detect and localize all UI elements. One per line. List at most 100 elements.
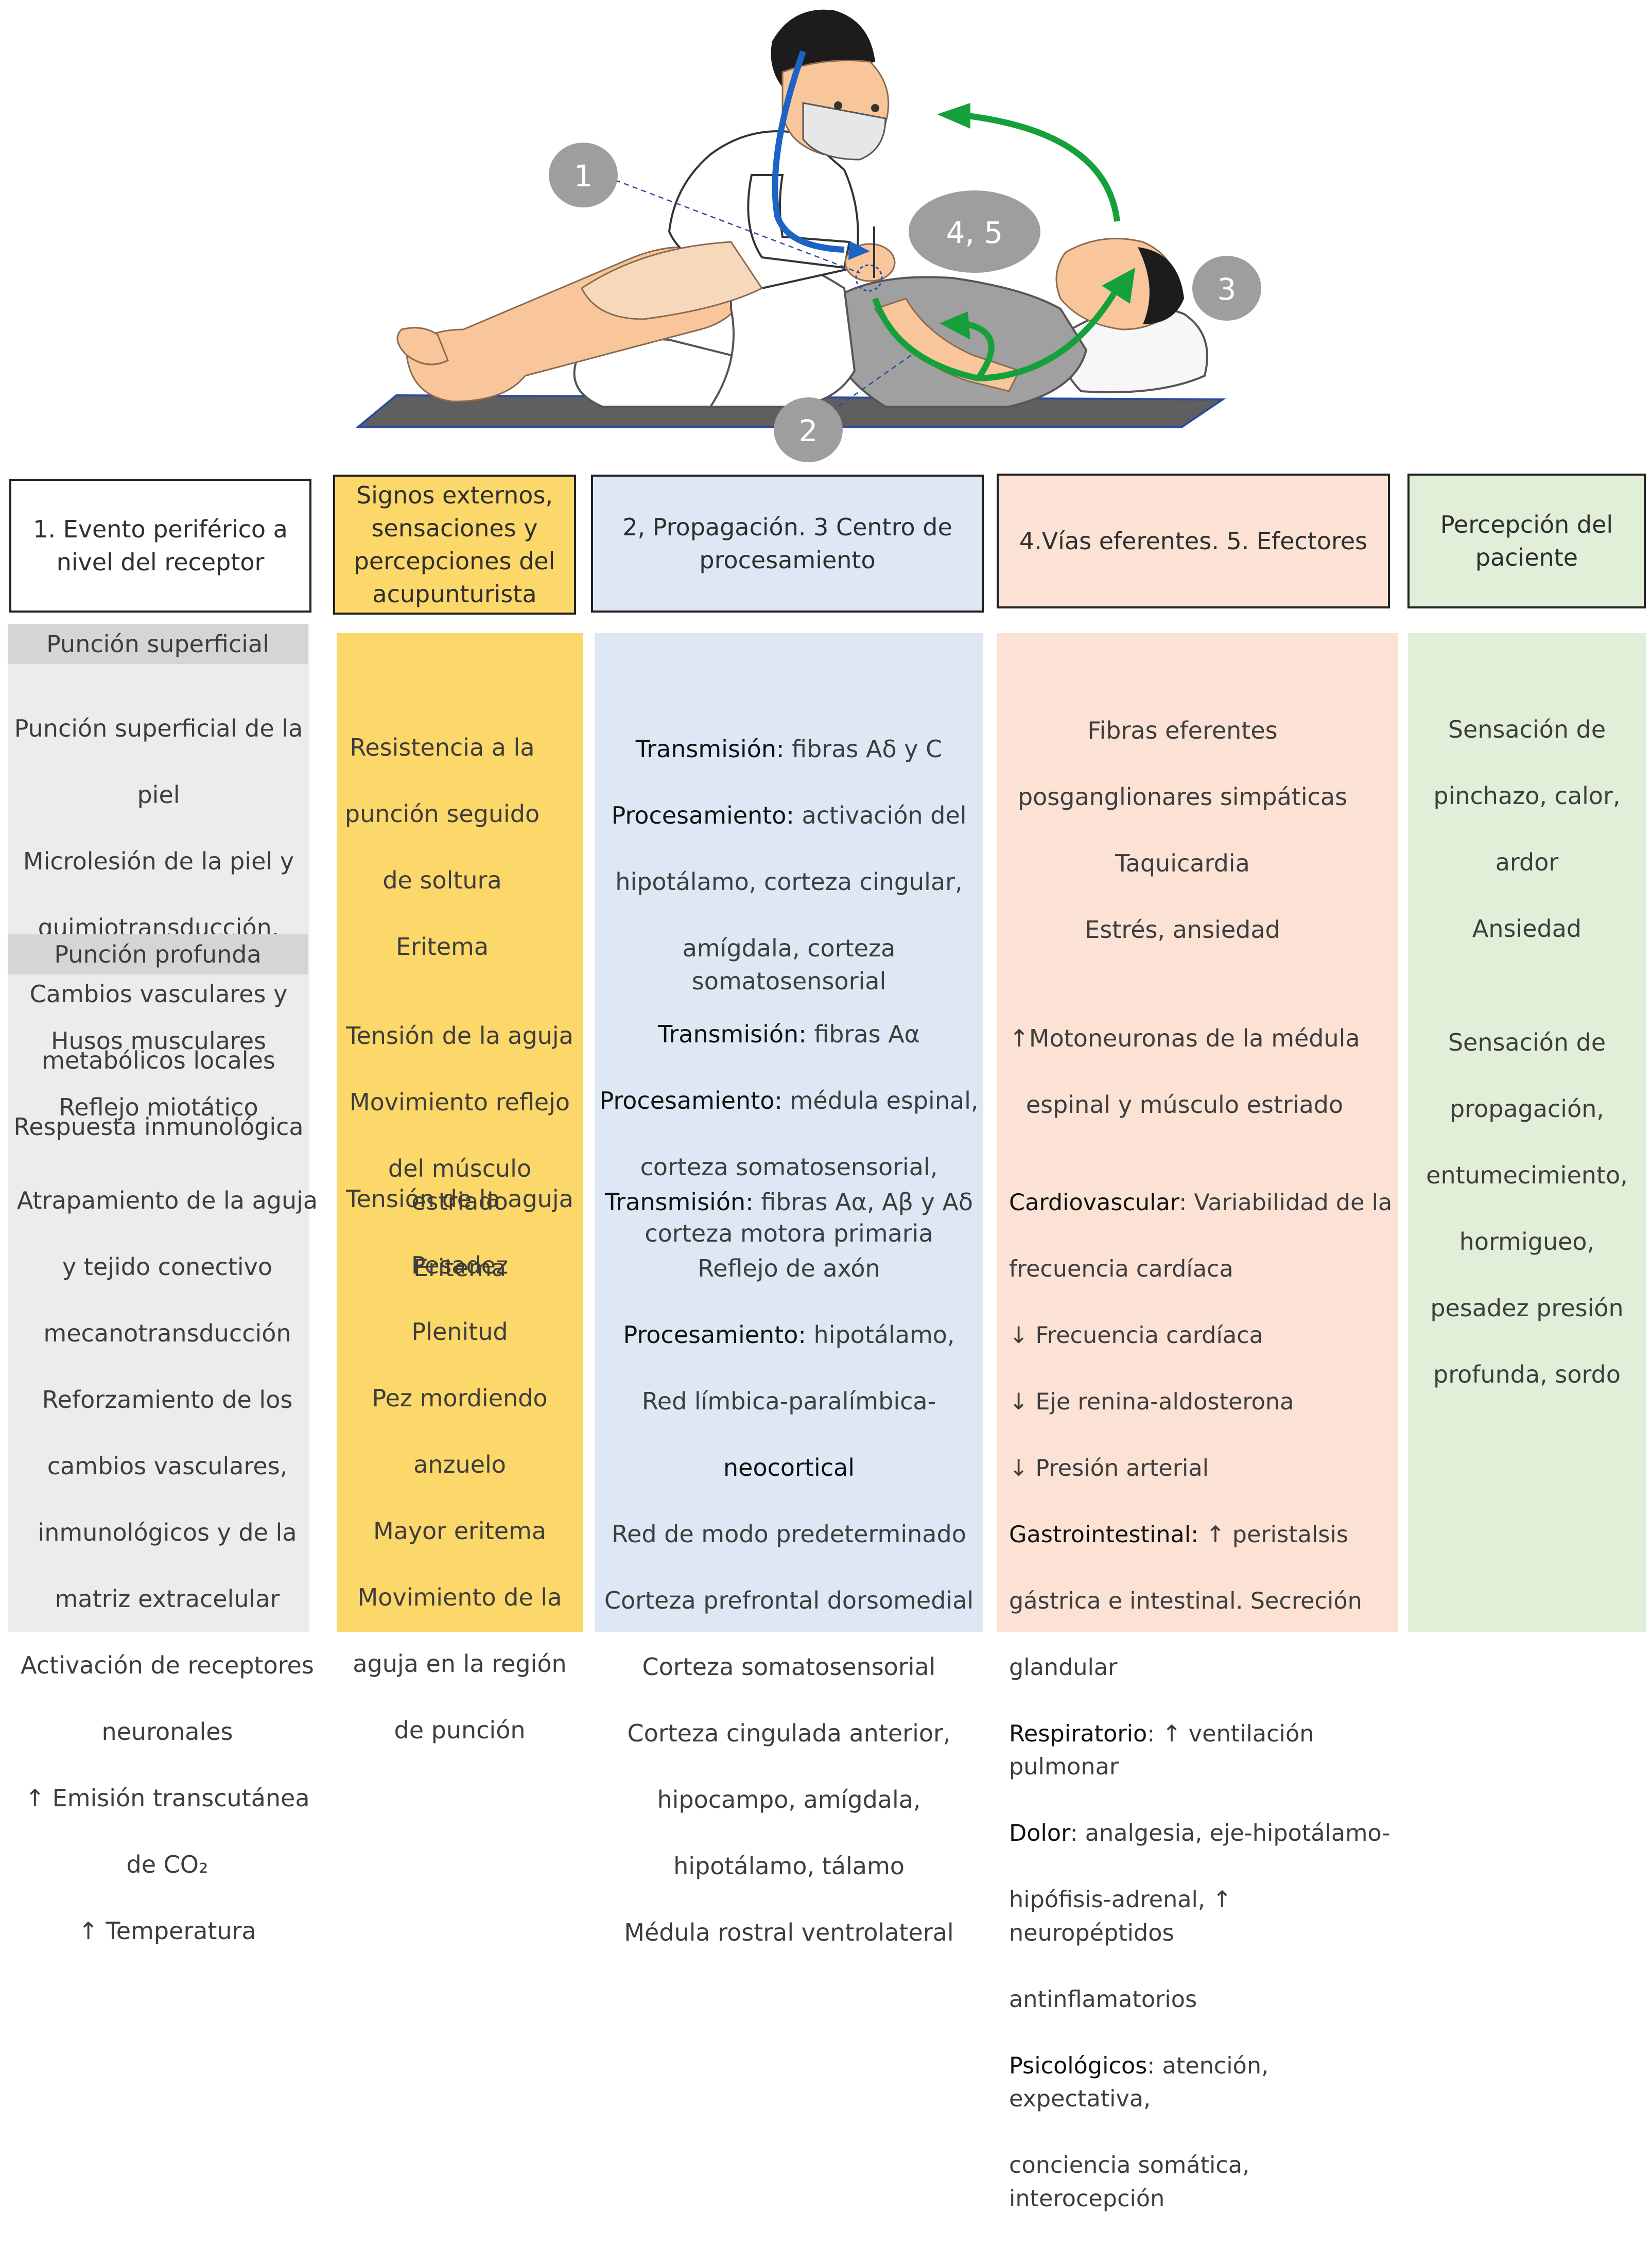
header-propagation: 2, Propagación. 3 Centro de procesamient… — [591, 475, 984, 613]
text-line: ↑Motoneuronas de la médula — [1009, 1024, 1360, 1052]
section-superficial-puncture: Punción superficial — [8, 624, 308, 664]
text-line: Ansiedad — [1472, 914, 1582, 943]
cardiovascular-text: : Variabilidad de la — [1179, 1189, 1393, 1216]
cardiovascular-line: Cardiovascular: Variabilidad de la — [1009, 1187, 1393, 1220]
text-line: Microlesión de la piel y — [23, 847, 294, 875]
psychological-label: Psicológicos — [1009, 2052, 1147, 2079]
blue-arrow — [772, 50, 845, 253]
text-line: Atrapamiento de la aguja — [16, 1186, 318, 1214]
acupuncture-scene-illustration: 1 4, 5 3 2 — [355, 9, 1261, 462]
col4-superficial-block: Fibras eferentes posganglionares simpáti… — [997, 681, 1368, 980]
col3-superficial-block: Transmisión: fibras Aδ y C Procesamiento… — [595, 699, 983, 1031]
text-line: Reflejo de axón — [698, 1254, 880, 1282]
text-line: inmunológicos y de la — [38, 1518, 297, 1546]
eye-left — [834, 101, 842, 110]
text-line: punción seguido — [344, 799, 540, 828]
text-line: hormigueo, — [1459, 1227, 1595, 1256]
gastrointestinal-line: Gastrointestinal: ↑ peristalsis — [1009, 1519, 1393, 1552]
text-line: Tensión de la aguja — [346, 1021, 573, 1050]
transmission-line: Transmisión: fibras Aα — [595, 1018, 983, 1051]
section-superficial-puncture-label: Punción superficial — [46, 630, 269, 658]
text-line: cambios vasculares, — [47, 1452, 288, 1480]
transmission-text: fibras Aδ y C — [784, 735, 943, 763]
text-line: Eritema — [413, 1254, 507, 1282]
text-line: Resistencia a la — [350, 733, 535, 761]
section-deep-puncture: Punción profunda — [8, 934, 308, 974]
gastrointestinal-label: Gastrointestinal: — [1009, 1521, 1199, 1548]
text-line: hipocampo, amígdala, — [657, 1785, 921, 1814]
transmission-text: fibras Aα — [806, 1020, 920, 1048]
text-line: gástrica e intestinal. Secreción — [1009, 1588, 1362, 1614]
col3-needle-grasp-block: Transmisión: fibras Aα, Aβ y Aδ Reflejo … — [595, 1152, 983, 1982]
text-line: corteza motora primaria — [645, 1219, 933, 1247]
processing-text: hipotálamo, — [806, 1320, 955, 1349]
text-line: ↓ Frecuencia cardíaca — [1009, 1322, 1263, 1349]
text-line: corteza somatosensorial, — [640, 1153, 938, 1181]
transmission-label: Transmisión: — [604, 1188, 754, 1216]
text-line: Tensión de la aguja — [346, 1184, 573, 1213]
header-acupuncturist-signs: Signos externos, sensaciones y percepcio… — [333, 475, 576, 615]
text-line: Punción superficial de la — [14, 714, 303, 742]
text-line: ↑ Temperatura — [78, 1916, 256, 1945]
badge-4-5: 4, 5 — [909, 190, 1040, 273]
cardiovascular-label: Cardiovascular — [1009, 1189, 1179, 1216]
svg-text:1: 1 — [574, 159, 593, 194]
text-line: Taquicardia — [1115, 849, 1250, 877]
text-line: Red de modo predeterminado — [612, 1520, 966, 1548]
header-efferent: 4.Vías eferentes. 5. Efectores — [997, 474, 1390, 608]
text-line: Eritema — [395, 932, 489, 961]
text-line: espinal y músculo estriado — [1025, 1090, 1344, 1119]
text-line: ↑ Emisión transcutánea — [25, 1784, 310, 1812]
text-line: amígdala, corteza somatosensorial — [682, 934, 896, 996]
patient-torso — [833, 276, 1088, 408]
column-efferent — [997, 633, 1398, 1632]
col1-deep-block: Husos musculares Reflejo miotático — [8, 991, 309, 1157]
col2-deep-block: Tensión de la aguja Movimiento reflejo d… — [337, 986, 583, 1318]
header-acupuncturist-signs-text: Signos externos, sensaciones y percepcio… — [354, 481, 555, 608]
transmission-label: Transmisión: — [658, 1020, 807, 1048]
text-line: Reforzamiento de los — [42, 1385, 293, 1414]
processing-line: Procesamiento: activación del — [595, 799, 983, 832]
text-line: Fibras eferentes — [1087, 716, 1278, 744]
text-line: Médula rostral ventrolateral — [624, 1918, 954, 1946]
puncture-site-circle — [855, 264, 883, 292]
svg-text:4, 5: 4, 5 — [946, 215, 1003, 250]
text-line: Plenitud — [411, 1317, 508, 1346]
col4-needle-grasp-block: Cardiovascular: Variabilidad de la frecu… — [1009, 1153, 1393, 2249]
text-line: Sensación de — [1448, 1028, 1606, 1056]
text-line: matriz extracelular — [55, 1584, 280, 1613]
text-line: Estrés, ansiedad — [1085, 915, 1280, 944]
processing-label: Procesamiento: — [623, 1320, 806, 1349]
col2-superficial-block: Resistencia a la punción seguido de solt… — [337, 698, 548, 997]
psychological-line: Psicológicos: atención, expectativa, — [1009, 2050, 1393, 2116]
transmission-line: Transmisión: fibras Aα, Aβ y Aδ — [595, 1185, 983, 1219]
text-line: frecuencia cardíaca — [1009, 1256, 1233, 1282]
connector-line-1 — [615, 179, 860, 274]
text-line: neocortical — [723, 1453, 855, 1481]
text-line: posganglionares simpáticas — [1017, 782, 1348, 811]
patient-feet — [396, 327, 449, 365]
col5-deep-block: Sensación de propagación, entumecimiento… — [1408, 992, 1646, 1424]
col2-needle-grasp-block: Tensión de la aguja Pesadez Plenitud Pez… — [337, 1149, 583, 1780]
text-line: aguja en la región — [353, 1649, 567, 1678]
text-line: Corteza somatosensorial — [642, 1652, 936, 1681]
text-line: hipófisis-adrenal, ↑ neuropéptidos — [1009, 1887, 1232, 1946]
text-line: del músculo estriado — [388, 1154, 532, 1216]
green-arrowhead-brain — [1102, 268, 1135, 304]
transmission-line: Transmisión: fibras Aδ y C — [595, 733, 983, 766]
text-line: Activación de receptores — [21, 1651, 314, 1679]
svg-text:3: 3 — [1218, 272, 1237, 307]
text-line: neuronales — [101, 1717, 233, 1746]
text-line: ↓ Presión arterial — [1009, 1455, 1209, 1481]
text-line: entumecimiento, — [1426, 1161, 1628, 1189]
column-acupuncturist-signs — [337, 633, 583, 1632]
respiratory-label: Respiratorio — [1009, 1720, 1147, 1747]
col5-superficial-block: Sensación de pinchazo, calor, ardor Ansi… — [1408, 679, 1646, 979]
text-line: Cambios vasculares y — [29, 980, 288, 1008]
text-line: metabólicos locales — [42, 1046, 275, 1074]
header-patient-perception: Percepción del paciente — [1407, 474, 1646, 608]
transmission-text: fibras Aα, Aβ y Aδ — [753, 1188, 973, 1216]
text-line: de CO₂ — [126, 1850, 208, 1878]
green-arrowhead-up — [937, 103, 970, 129]
text-line: glandular — [1009, 1654, 1118, 1681]
